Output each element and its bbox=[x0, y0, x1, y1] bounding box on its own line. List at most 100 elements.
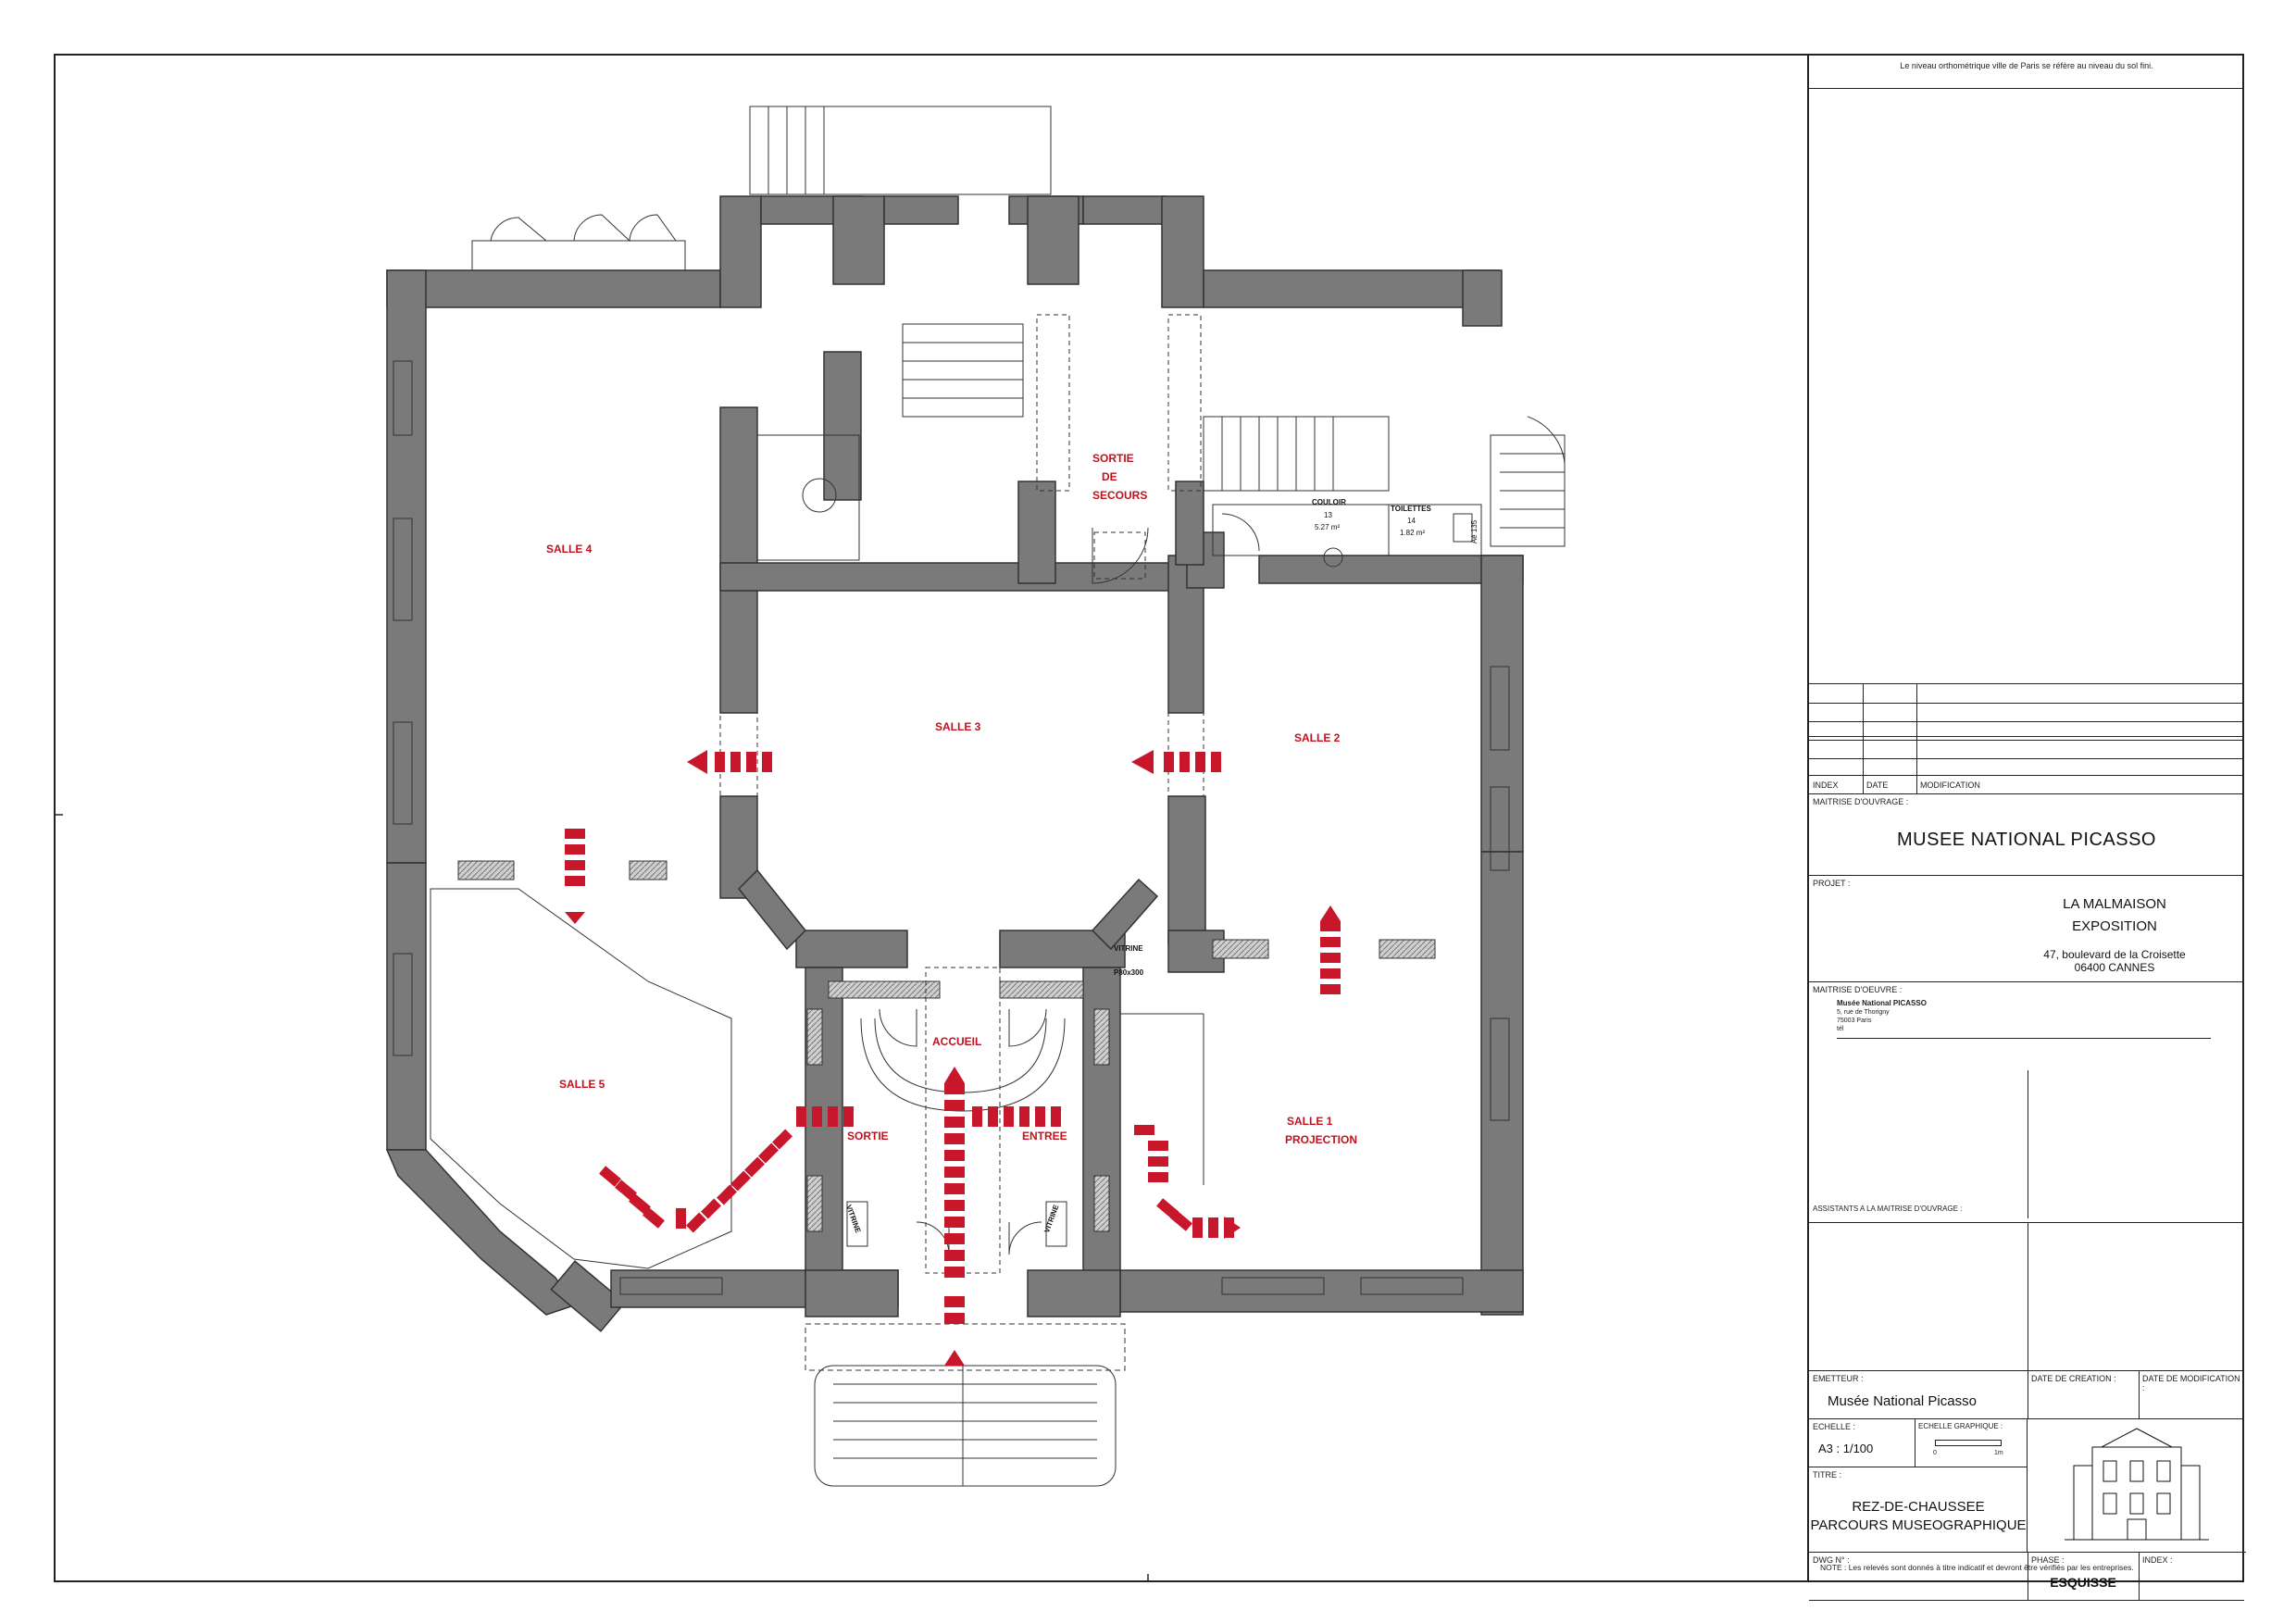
route-arrowhead bbox=[1320, 905, 1341, 921]
route-dash bbox=[1148, 1172, 1168, 1182]
route-dash bbox=[944, 1100, 965, 1111]
door bbox=[1221, 513, 1260, 552]
route-arrowhead bbox=[944, 1067, 965, 1083]
label-vitrine: VITRINE bbox=[1114, 944, 1143, 953]
label-sortie-secours-2: DE bbox=[1102, 470, 1117, 483]
route-dash bbox=[944, 1133, 965, 1144]
route-dash bbox=[762, 752, 772, 772]
route-dash bbox=[615, 1180, 637, 1201]
label-salle4: SALLE 4 bbox=[546, 543, 593, 556]
window bbox=[393, 518, 413, 621]
route-dash bbox=[1195, 752, 1205, 772]
route-dash bbox=[1148, 1141, 1168, 1151]
walls bbox=[385, 195, 1524, 1332]
route-arrowhead bbox=[565, 912, 585, 924]
sink bbox=[1323, 547, 1343, 568]
assistants-row bbox=[1809, 1223, 2244, 1371]
label-salle1: SALLE 1 bbox=[1287, 1115, 1333, 1128]
label-toilettes-area: 1.82 m² bbox=[1400, 529, 1426, 537]
rev-modification-label: MODIFICATION bbox=[1920, 780, 1980, 790]
wall bbox=[1480, 851, 1524, 1316]
route-dash bbox=[1156, 1198, 1179, 1219]
entrance-steps bbox=[814, 1365, 1117, 1487]
building-logo bbox=[2065, 1428, 2209, 1541]
route-dash bbox=[944, 1296, 965, 1307]
echelle-value: A3 : 1/100 bbox=[1818, 1442, 1874, 1455]
route-dash bbox=[717, 1184, 737, 1205]
wall bbox=[883, 195, 959, 225]
projet-label: PROJET : bbox=[1813, 879, 1851, 888]
window bbox=[1221, 1277, 1325, 1295]
rev-col-line bbox=[1916, 684, 1917, 775]
projet-address1: 47, boulevard de la Croisette bbox=[2043, 948, 2186, 961]
route-dash bbox=[772, 1129, 792, 1150]
partition bbox=[1212, 939, 1269, 959]
wall bbox=[832, 195, 885, 285]
route-dash bbox=[944, 1233, 965, 1244]
stair bbox=[902, 323, 1024, 418]
emetteur-name: Musée National Picasso bbox=[1828, 1393, 1977, 1409]
rev-row-line bbox=[1809, 703, 2244, 704]
wall bbox=[1017, 481, 1056, 584]
route-dash bbox=[843, 1106, 854, 1127]
door bbox=[916, 1221, 950, 1255]
wall bbox=[386, 862, 427, 1151]
label-couloir-num: 13 bbox=[1324, 511, 1332, 519]
wall bbox=[550, 1260, 626, 1332]
phase-label: PHASE : bbox=[2031, 1555, 2065, 1565]
route-dash bbox=[686, 1212, 706, 1233]
revision-header: INDEX DATE MODIFICATION bbox=[1809, 776, 2244, 794]
maitrise-oeuvre-addr2: 75003 Paris bbox=[1837, 1017, 1872, 1024]
partition bbox=[806, 1175, 823, 1232]
partition bbox=[999, 980, 1084, 999]
door bbox=[1527, 416, 1566, 464]
label-salle5: SALLE 5 bbox=[559, 1078, 605, 1091]
label-projection: PROJECTION bbox=[1285, 1133, 1358, 1146]
door bbox=[1008, 1221, 1042, 1255]
partition bbox=[1093, 1008, 1110, 1066]
route-arrows bbox=[565, 750, 1341, 1366]
maitrise-oeuvre-row: MAITRISE D'OEUVRE : Musée National PICAS… bbox=[1809, 982, 2244, 1223]
route-dash bbox=[796, 1106, 806, 1127]
window bbox=[1490, 786, 1510, 871]
rev-row-line bbox=[1809, 721, 2244, 722]
window bbox=[2129, 1492, 2144, 1515]
building-drawing bbox=[2065, 1428, 2209, 1541]
wall bbox=[1027, 195, 1079, 285]
wall bbox=[795, 930, 908, 968]
dwg-col-line bbox=[2139, 1553, 2140, 1600]
route-dash bbox=[643, 1207, 665, 1229]
threshold bbox=[1093, 531, 1146, 580]
projet-row: PROJET : LA MALMAISON EXPOSITION 47, bou… bbox=[1809, 876, 2244, 982]
title-block: Le niveau orthométrique ville de Paris s… bbox=[1807, 54, 2246, 1601]
drawing-sheet bbox=[54, 54, 2244, 1582]
door bbox=[2127, 1518, 2147, 1541]
window bbox=[2156, 1492, 2171, 1515]
door-arc bbox=[573, 214, 677, 243]
glazed-partitions bbox=[457, 860, 1436, 1232]
top-note: Le niveau orthométrique ville de Paris s… bbox=[1900, 61, 2153, 70]
label-sortie-secours-3: SECOURS bbox=[1092, 489, 1148, 502]
window bbox=[1490, 1017, 1510, 1121]
route-dash bbox=[599, 1166, 621, 1187]
route-dash bbox=[1004, 1106, 1014, 1127]
route-dash bbox=[1134, 1125, 1154, 1135]
maitrise-ouvrage-label: MAITRISE D'OUVRAGE : bbox=[1813, 797, 1909, 806]
spiral-core bbox=[802, 478, 837, 513]
scale-bar-end: 1m bbox=[1994, 1450, 2003, 1456]
scale-bar bbox=[1935, 1440, 2002, 1446]
route-dash bbox=[944, 1150, 965, 1161]
rev-index-label: INDEX bbox=[1813, 780, 1839, 790]
wall bbox=[385, 1149, 576, 1316]
roof bbox=[2101, 1428, 2173, 1448]
route-arrowhead bbox=[687, 750, 707, 774]
route-dash bbox=[730, 1170, 751, 1192]
titre-row: TITRE : REZ-DE-CHAUSSEE PARCOURS MUSEOGR… bbox=[1809, 1467, 2028, 1553]
label-couloir-area: 5.27 m² bbox=[1315, 523, 1341, 531]
maitrise-ouvrage-name: MUSEE NATIONAL PICASSO bbox=[1897, 830, 2156, 850]
date-modification-label: DATE DE MODIFICATION : bbox=[2142, 1374, 2240, 1392]
route-arrowhead bbox=[1131, 750, 1154, 774]
terrace bbox=[749, 106, 1052, 195]
building-logo-cell bbox=[2028, 1419, 2246, 1553]
